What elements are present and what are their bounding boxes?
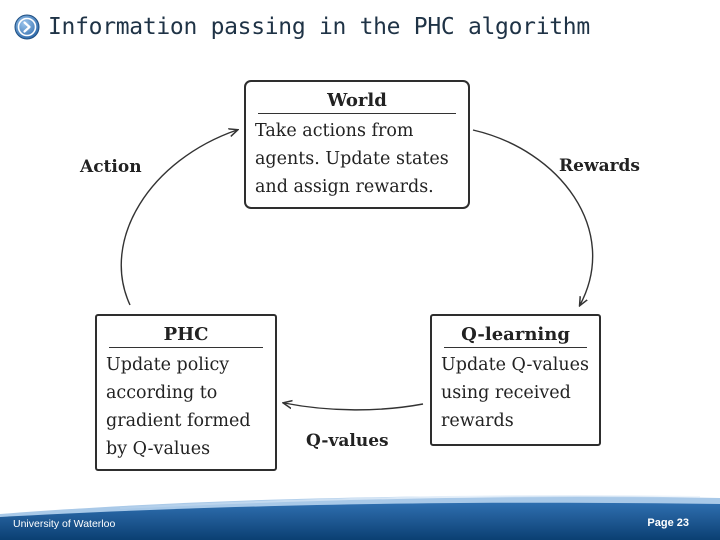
rewards-arrow bbox=[472, 129, 594, 305]
phc-box: PHC Update policy according to gradient … bbox=[95, 314, 277, 471]
phc-line: by Q-values bbox=[106, 439, 211, 459]
world-box-title: World bbox=[258, 82, 456, 114]
phc-box-title: PHC bbox=[109, 316, 263, 348]
slide-title: Information passing in the PHC algorithm bbox=[48, 14, 590, 40]
circle-arrow-icon bbox=[14, 14, 40, 40]
qlearning-box-title: Q-learning bbox=[444, 316, 587, 348]
phc-box-body: Update policy according to gradient form… bbox=[97, 348, 275, 463]
world-box-body: Take actions from agents. Update states … bbox=[246, 114, 468, 201]
qlearning-box: Q-learning Update Q-values using receive… bbox=[430, 314, 601, 446]
qlearning-line: Update Q-values bbox=[441, 355, 589, 375]
action-arrow bbox=[120, 130, 237, 306]
rewards-label: Rewards bbox=[559, 156, 641, 176]
world-line: agents. Update states bbox=[255, 149, 449, 169]
qlearning-line: rewards bbox=[441, 411, 514, 431]
phc-line: Update policy bbox=[106, 355, 230, 375]
action-label: Action bbox=[80, 157, 142, 177]
phc-line: gradient formed bbox=[106, 411, 251, 431]
footer-institution: University of Waterloo bbox=[13, 518, 116, 530]
qlearning-line: using received bbox=[441, 383, 571, 403]
qvalues-arrow bbox=[284, 403, 424, 411]
qlearning-box-body: Update Q-values using received rewards bbox=[432, 348, 599, 435]
page-number: Page 23 bbox=[647, 517, 689, 529]
phc-line: according to bbox=[106, 383, 218, 403]
footer-band bbox=[0, 495, 720, 540]
qvalues-label: Q-values bbox=[306, 431, 389, 451]
world-line: and assign rewards. bbox=[255, 177, 434, 197]
world-box: World Take actions from agents. Update s… bbox=[244, 80, 470, 209]
world-line: Take actions from bbox=[255, 121, 414, 141]
slide-header: Information passing in the PHC algorithm bbox=[14, 10, 590, 44]
